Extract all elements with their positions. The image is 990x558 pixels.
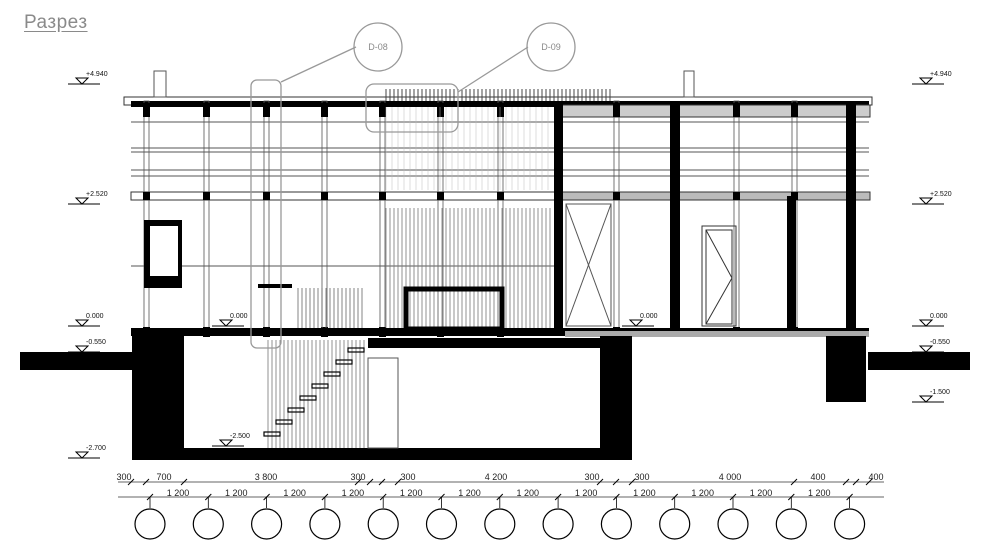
dimension-value: 4 000 [719,472,742,482]
axis-bubble [775,508,807,540]
dimension-value: 1 200 [458,488,481,498]
dimension-value: 300 [350,472,365,482]
slat-screens [267,107,551,448]
door [701,225,737,327]
level-markers-left: +4.940 +2.520 0.000 -0.550 -2.700 [68,71,108,459]
dimension-top: 300 700 3 800 300 300 4 200 300 300 4 000 400 400 [116,472,884,486]
basement-ceiling [368,338,600,348]
level-markers-inner: 0.000 -2.500 0.000 [212,313,658,447]
dimension-value: 700 [156,472,171,482]
basement-door [367,357,399,449]
dimension-value: 1 200 [750,488,773,498]
dimension-value: 1 200 [517,488,540,498]
level-label: -2.500 [230,433,250,440]
foundation-right [826,336,866,402]
level-label: +4.940 [86,71,108,78]
axis-bubble [659,508,691,540]
roof-vent-right [683,70,695,98]
frame-columns [143,100,798,337]
stairs [263,347,365,437]
level-label: 0.000 [930,313,948,320]
level-label: 0.000 [230,313,248,320]
dimension-value: 1 200 [691,488,714,498]
callout-d08 [250,22,403,349]
column-black-3 [787,196,796,333]
axis-bubble [367,508,399,540]
dimension-value: 300 [116,472,131,482]
floor-slab-right [565,331,869,337]
axis-bubble [251,508,283,540]
callout-d09 [365,22,576,133]
basement-wall-left [132,336,184,460]
dimension-value: 1 200 [633,488,656,498]
shelf [258,284,292,288]
column-black-1 [554,101,563,333]
axis-bubble [542,508,574,540]
mid-beam-right [559,191,871,201]
dimension-value: 300 [634,472,649,482]
drawing-title: Разрез [24,12,88,33]
axis-bubble [717,508,749,540]
dimension-value: 3 800 [255,472,278,482]
basement-floor [184,448,632,460]
dimension-value: 400 [868,472,883,482]
dimension-value: 1 200 [808,488,831,498]
roof-lamellas [385,89,611,101]
ground-left [20,352,132,370]
axis-bubble [134,508,166,540]
dimension-value: 300 [584,472,599,482]
axis-bubble [192,508,224,540]
level-markers-right: +4.940 +2.520 0.000 -0.550 -1.500 [912,71,952,403]
fireplace-opening [150,226,178,276]
column-black-4 [846,101,856,333]
axis-bubble [600,508,633,540]
level-label: +2.520 [86,191,108,198]
axis-bubble [425,508,458,540]
basement-wall-right [600,336,632,456]
axis-bubble [833,508,866,540]
dimension-lines [118,481,884,498]
level-label: 0.000 [640,313,658,320]
dimension-value: 1 200 [400,488,423,498]
axis-bubble [484,508,516,540]
ground-right [868,352,970,370]
level-label: +2.520 [930,191,952,198]
level-label: -0.550 [930,339,950,346]
callout-label-d09: D-09 [541,42,561,52]
column-black-2 [670,101,680,333]
dimension-value: 4 200 [485,472,508,482]
dimension-value: 300 [400,472,415,482]
level-label: -1.500 [930,389,950,396]
dimension-value: 1 200 [575,488,598,498]
dimension-value: 400 [810,472,825,482]
dimension-value: 1 200 [167,488,190,498]
level-label: -0.550 [86,339,106,346]
upper-band [555,104,871,118]
braced-panel [565,203,612,327]
axis-bubble [309,508,341,540]
floor-slab [131,328,869,336]
roof-vent-left [153,70,167,98]
callout-label-d08: D-08 [368,42,388,52]
level-label: +4.940 [930,71,952,78]
level-label: 0.000 [86,313,104,320]
level-label: -2.700 [86,445,106,452]
dimension-bottom: 1 200 1 200 1 200 1 200 1 200 1 200 1 200 1 200… [146,488,853,501]
dimension-value: 1 200 [283,488,306,498]
grid-axes [134,497,866,540]
dimension-value: 1 200 [225,488,248,498]
dimension-value: 1 200 [342,488,365,498]
